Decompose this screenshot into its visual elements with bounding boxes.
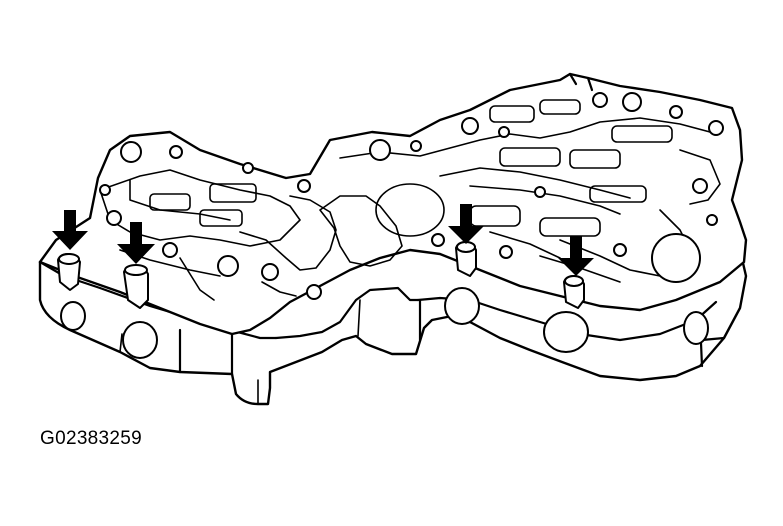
top-face-ports bbox=[99, 92, 724, 300]
callout-arrows bbox=[52, 204, 594, 276]
side-bore-holes bbox=[60, 287, 709, 359]
figure-id-label: G02383259 bbox=[40, 428, 143, 449]
callout-arrow-2 bbox=[117, 222, 155, 264]
callout-arrow-1 bbox=[52, 210, 88, 250]
callout-arrow-4 bbox=[558, 236, 594, 276]
valve-clips bbox=[57, 241, 585, 309]
callout-arrow-3 bbox=[448, 204, 484, 244]
